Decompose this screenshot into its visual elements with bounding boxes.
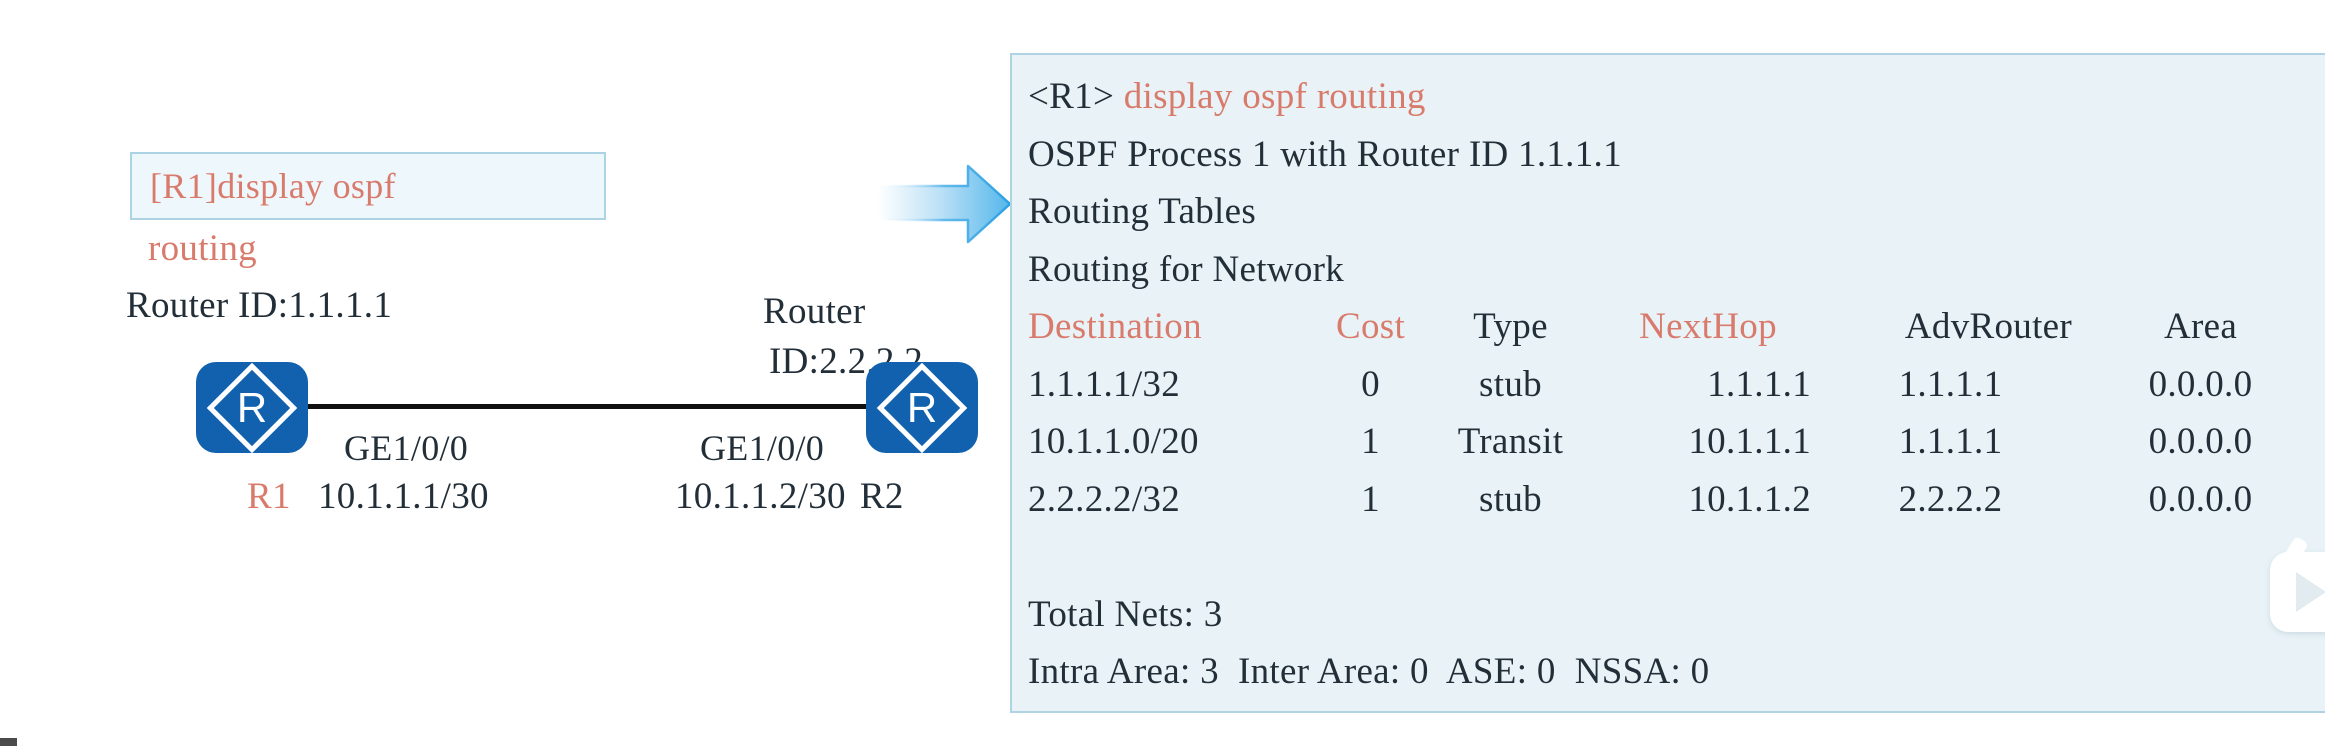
cell-area: 0.0.0.0 <box>2148 363 2253 405</box>
router2-ip-group: 10.1.1.2/30 R2 <box>675 474 904 520</box>
cell-nexthop: 10.1.1.2 <box>1688 478 1811 520</box>
cell-cost: 0 <box>1361 363 1380 405</box>
command-callout-box: [R1]display ospf <box>130 152 606 220</box>
cell-advrouter: 1.1.1.1 <box>1898 421 2003 463</box>
router2-id-label: Router ID:2.2.2.2 <box>763 287 923 387</box>
terminal-info-line: OSPF Process 1 with Router ID 1.1.1.1 <box>1028 133 1622 175</box>
cell-cost: 1 <box>1361 478 1380 520</box>
total-nets-line: Total Nets: 3 <box>1028 593 1223 635</box>
header-nexthop: NextHop <box>1639 306 1777 348</box>
video-progress-fragment <box>0 738 17 746</box>
router1-id-label: Router ID:1.1.1.1 <box>126 285 393 326</box>
router2-interface-label: GE1/0/0 <box>700 428 825 468</box>
cell-type: Transit <box>1457 421 1564 463</box>
terminal-info-line: Routing Tables <box>1028 191 1257 233</box>
link-line <box>308 404 868 409</box>
terminal-output-panel: <R1> display ospf routing OSPF Process 1… <box>1010 53 2325 713</box>
routing-table-header: Destination Cost Type NextHop AdvRouter … <box>1028 298 2325 356</box>
cell-type: stub <box>1479 363 1542 405</box>
terminal-prompt: <R1> <box>1028 76 1115 118</box>
cell-nexthop: 10.1.1.1 <box>1688 421 1811 463</box>
routing-table-row: 10.1.1.0/20 1 Transit 10.1.1.1 1.1.1.1 0… <box>1028 413 2325 471</box>
area-counts-line: Intra Area: 3 Inter Area: 0 ASE: 0 NSSA:… <box>1028 651 1710 693</box>
cell-advrouter: 1.1.1.1 <box>1898 363 2003 405</box>
command-callout-line2: routing <box>148 228 257 269</box>
router-icon-letter: R <box>236 383 268 431</box>
header-advrouter: AdvRouter <box>1904 306 2072 348</box>
router2-name-label: R2 <box>859 476 904 517</box>
header-destination: Destination <box>1028 306 1202 348</box>
terminal-info-line: Routing for Network <box>1028 248 1345 290</box>
header-type: Type <box>1473 306 1548 348</box>
terminal-command: display ospf routing <box>1123 76 1426 118</box>
cell-area: 0.0.0.0 <box>2148 421 2253 463</box>
router1-name-label: R1 <box>247 476 291 517</box>
cell-nexthop: 1.1.1.1 <box>1707 363 1811 405</box>
command-callout-line1: [R1]display ospf <box>150 166 396 206</box>
cell-cost: 1 <box>1361 421 1380 463</box>
terminal-command-line: <R1> display ospf routing <box>1028 68 2325 126</box>
router-icon-letter: R <box>906 383 938 431</box>
routing-table-row: 1.1.1.1/32 0 stub 1.1.1.1 1.1.1.1 0.0.0.… <box>1028 356 2325 414</box>
flow-arrow-icon <box>876 164 1012 244</box>
router1-ip-label: 10.1.1.1/30 <box>318 476 489 517</box>
router-icon-r1: R <box>196 362 308 453</box>
header-area: Area <box>2163 306 2238 348</box>
cell-type: stub <box>1479 478 1542 520</box>
cell-destination: 2.2.2.2/32 <box>1028 478 1181 520</box>
header-cost: Cost <box>1335 306 1406 348</box>
cell-advrouter: 2.2.2.2 <box>1898 478 2003 520</box>
cell-destination: 10.1.1.0/20 <box>1028 421 1199 463</box>
cell-area: 0.0.0.0 <box>2148 478 2253 520</box>
cell-destination: 1.1.1.1/32 <box>1028 363 1181 405</box>
routing-table-row: 2.2.2.2/32 1 stub 10.1.1.2 2.2.2.2 0.0.0… <box>1028 471 2325 529</box>
router2-id-line1: Router <box>763 291 866 332</box>
play-watermark-icon <box>2270 536 2325 632</box>
play-triangle-icon <box>2296 572 2325 612</box>
router1-interface-label: GE1/0/0 <box>344 428 469 468</box>
topology-diagram: [R1]display ospf routing Router ID:1.1.1… <box>0 0 1010 746</box>
blank-line <box>1028 528 2325 586</box>
router-icon-r2: R <box>866 362 978 453</box>
router2-ip-label: 10.1.1.2/30 <box>675 476 846 517</box>
